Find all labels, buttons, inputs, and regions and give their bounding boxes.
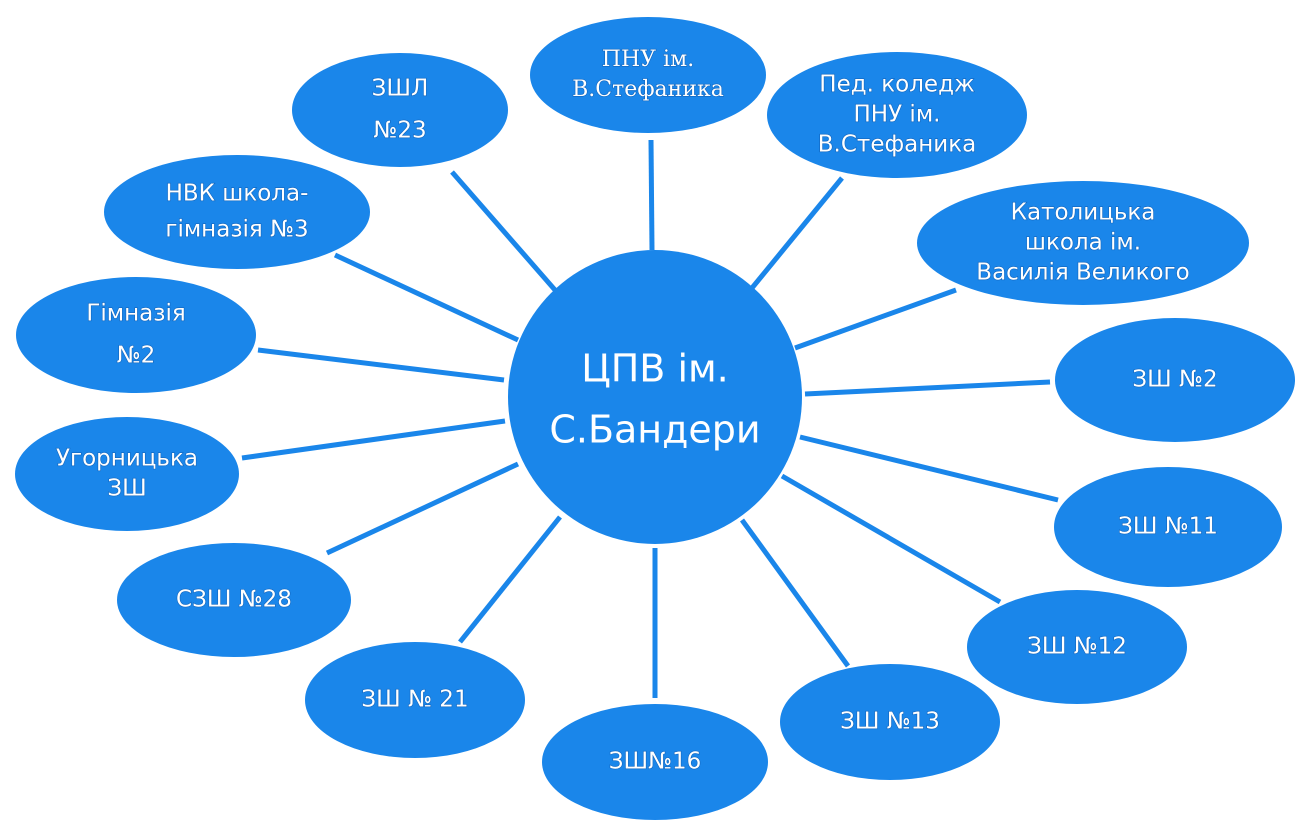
center-circle xyxy=(508,250,802,544)
node-label-pnu-line-2: В.Стефаника xyxy=(572,77,724,102)
node-ellipse-uhornytska xyxy=(15,417,239,531)
node-zsh-2: ЗШ №2 xyxy=(1055,318,1295,442)
connector-zsh-21 xyxy=(458,515,562,644)
center-label-line-1: ЦПВ ім. xyxy=(581,347,729,391)
node-label-szsh-28-line-1: СЗШ №28 xyxy=(176,587,292,613)
node-ellipse-zsh-2 xyxy=(1055,318,1295,442)
node-label-nvk-3-line-2: гімназія №3 xyxy=(165,217,308,243)
node-label-uhornytska-line-1: Угорницька xyxy=(56,446,198,472)
node-label-zshl-23-line-1: ЗШЛ xyxy=(372,76,429,102)
node-ellipse-zsh-12 xyxy=(967,590,1187,704)
node-zshl-23: ЗШЛ №23 xyxy=(292,53,508,167)
connector-himnaziia-2 xyxy=(257,347,505,383)
node-label-uhornytska-line-2: ЗШ xyxy=(107,476,146,502)
connector-pnu xyxy=(648,139,655,251)
node-ellipse-zsh-21 xyxy=(305,642,525,758)
node-label-zsh-21-line-1: ЗШ № 21 xyxy=(361,687,468,713)
node-label-katolytska-line-3: Василія Великого xyxy=(976,260,1189,286)
node-label-himnaziia-2-line-2: №2 xyxy=(117,343,156,369)
connector-ped-koledzh xyxy=(750,176,844,290)
node-label-katolytska-line-2: школа ім. xyxy=(1025,230,1141,256)
node-label-ped-koledzh-line-1: Пед. коледж xyxy=(819,72,974,98)
node-ellipse-katolytska xyxy=(917,181,1249,305)
node-label-ped-koledzh-line-3: В.Стефаника xyxy=(818,132,976,158)
node-nvk-3: НВК школа-гімназія №3 xyxy=(104,155,370,269)
node-label-zsh-16-line-1: ЗШ№16 xyxy=(609,749,702,775)
connector-szsh-28 xyxy=(325,461,520,556)
node-label-zsh-12-line-1: ЗШ №12 xyxy=(1027,634,1127,660)
connector-nvk-3 xyxy=(333,252,520,343)
node-katolytska: Католицька школа ім. Василія Великого xyxy=(917,181,1249,305)
node-zsh-11: ЗШ №11 xyxy=(1054,467,1282,587)
connector-zsh-13 xyxy=(739,518,851,668)
connector-lines xyxy=(241,139,1059,698)
node-label-zsh-13-line-1: ЗШ №13 xyxy=(840,709,940,735)
node-zsh-13: ЗШ №13 xyxy=(780,664,1000,780)
connector-katolytska xyxy=(794,287,957,351)
connector-zsh-12 xyxy=(780,473,1002,605)
node-label-ped-koledzh-line-2: ПНУ ім. xyxy=(854,102,941,128)
node-szsh-28: СЗШ №28 xyxy=(117,543,351,657)
connector-zsh-2 xyxy=(804,379,1051,397)
center-node: ЦПВ ім. С.Бандери xyxy=(508,250,802,544)
node-ellipse-zsh-16 xyxy=(542,704,768,820)
connector-zshl-23 xyxy=(450,170,557,292)
center-label-line-2: С.Бандери xyxy=(549,408,760,452)
node-pnu: ПНУ ім. В.Стефаника xyxy=(530,17,766,133)
node-ellipse-zsh-11 xyxy=(1054,467,1282,587)
connector-uhornytska xyxy=(241,418,506,461)
node-label-zshl-23-line-2: №23 xyxy=(373,118,426,144)
node-himnaziia-2: Гімназія №2 xyxy=(16,277,256,393)
node-ellipse-ped-koledzh xyxy=(767,52,1027,178)
node-ellipse-szsh-28 xyxy=(117,543,351,657)
node-label-zsh-2-line-1: ЗШ №2 xyxy=(1132,367,1217,393)
node-label-himnaziia-2-line-1: Гімназія xyxy=(86,301,185,327)
node-label-katolytska-line-1: Католицька xyxy=(1011,200,1156,226)
connector-zsh-11 xyxy=(799,434,1059,503)
node-zsh-12: ЗШ №12 xyxy=(967,590,1187,704)
node-zsh-21: ЗШ № 21 xyxy=(305,642,525,758)
node-ellipse-nvk-3 xyxy=(104,155,370,269)
node-ellipse-himnaziia-2 xyxy=(16,277,256,393)
node-label-pnu-line-1: ПНУ ім. xyxy=(602,47,694,72)
node-label-zsh-11-line-1: ЗШ №11 xyxy=(1118,514,1218,540)
node-ellipse-pnu xyxy=(530,17,766,133)
node-zsh-16: ЗШ№16 xyxy=(542,704,768,820)
node-label-nvk-3-line-1: НВК школа- xyxy=(166,181,309,207)
node-ellipse-zshl-23 xyxy=(292,53,508,167)
node-ellipse-zsh-13 xyxy=(780,664,1000,780)
